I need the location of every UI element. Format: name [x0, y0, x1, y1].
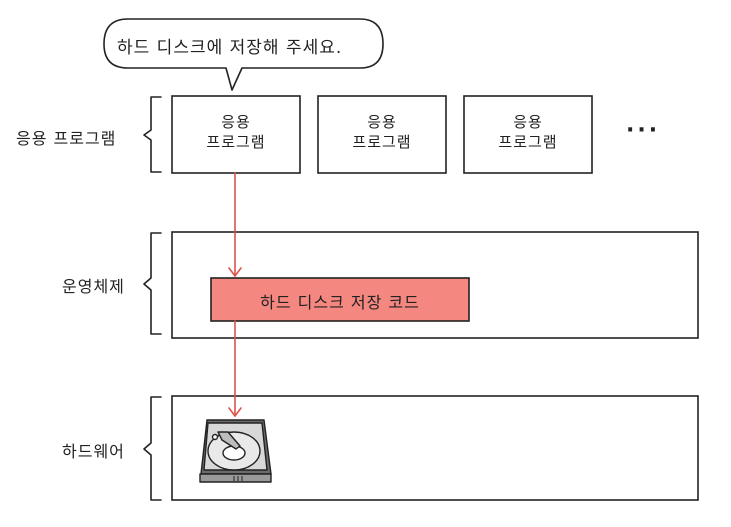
app-3-line2: 프로그램 [498, 133, 558, 151]
app-box-1 [171, 95, 301, 174]
more-apps-indicator: ··· [626, 118, 661, 143]
speech-bubble [103, 18, 384, 91]
app-1-line1: 응용 [221, 113, 251, 131]
bracket-os [143, 232, 162, 335]
os-code-box [210, 277, 470, 322]
app-3-line1: 응용 [513, 113, 543, 131]
app-box-3-text: 응용 프로그램 [464, 112, 592, 152]
layer-label-os: 운영체제 [62, 277, 125, 296]
os-code-label: 하드 디스크 저장 코드 [260, 293, 420, 312]
hard-disk-icon [199, 419, 272, 483]
bracket-hardware [143, 396, 162, 501]
arrow-os-to-hardware [228, 320, 242, 417]
speech-bubble-text: 하드 디스크에 저장해 주세요. [117, 38, 343, 58]
app-box-3 [463, 95, 593, 174]
app-box-2-text: 응용 프로그램 [318, 112, 446, 152]
bracket-applications [143, 96, 162, 173]
app-1-line2: 프로그램 [206, 133, 266, 151]
layer-label-hardware: 하드웨어 [62, 442, 125, 461]
app-2-line2: 프로그램 [352, 133, 412, 151]
app-box-1-text: 응용 프로그램 [172, 112, 300, 152]
arrow-app-to-os [228, 172, 242, 277]
app-box-2 [317, 95, 447, 174]
app-2-line1: 응용 [367, 113, 397, 131]
layer-label-applications: 응용 프로그램 [16, 129, 117, 148]
